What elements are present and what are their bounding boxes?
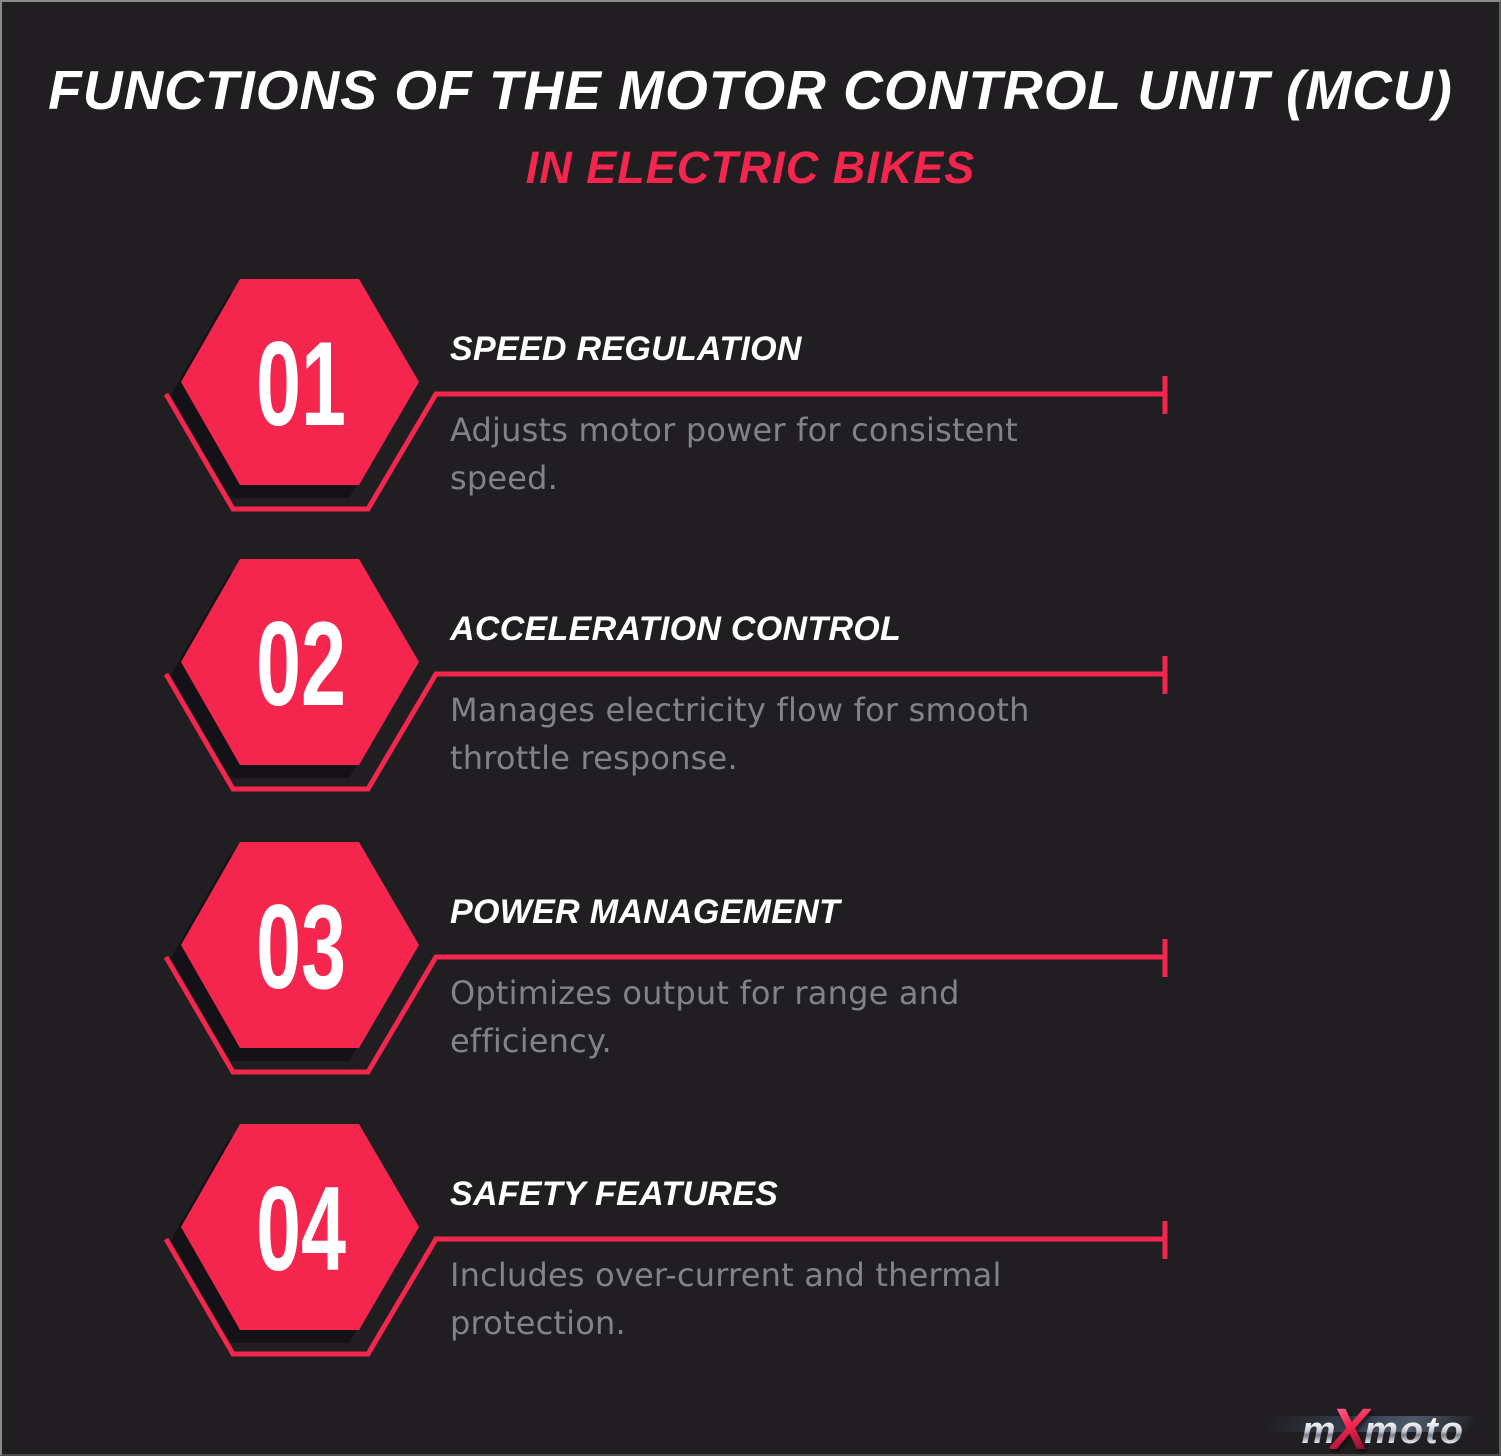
brand-logo: m X moto [1260, 1390, 1480, 1454]
item-row: 01 [163, 279, 1168, 512]
item-title: POWER MANAGEMENT [450, 893, 841, 931]
connector-line [163, 954, 1165, 1075]
item-number: 04 [256, 1162, 346, 1296]
item-number: 01 [256, 317, 346, 451]
item-description: Manages electricity flow for smooth thro… [450, 691, 1030, 777]
connector-line [163, 391, 1165, 512]
item-title: ACCELERATION CONTROL [450, 610, 902, 648]
page-title: FUNCTIONS OF THE MOTOR CONTROL UNIT (MCU… [48, 59, 1453, 121]
logo-x-letter: X [1330, 1396, 1371, 1454]
connector-line [163, 1236, 1165, 1357]
item-number: 03 [256, 880, 346, 1014]
item-row: 04 [163, 1124, 1168, 1357]
item-number: 02 [256, 597, 346, 731]
hexagon-badge [181, 1124, 419, 1330]
item-description: Includes over-current and thermal protec… [450, 1256, 1002, 1342]
item-row: 03 [163, 842, 1168, 1075]
item-row: 02 [163, 559, 1168, 792]
item-description: Adjusts motor power for consistent speed… [450, 411, 1018, 497]
page-subtitle: IN ELECTRIC BIKES [525, 142, 976, 193]
logo-moto: moto [1364, 1410, 1465, 1452]
logo-m: m [1301, 1410, 1338, 1452]
item-title: SPEED REGULATION [450, 330, 802, 368]
hexagon-badge [181, 279, 419, 485]
hexagon-badge [181, 559, 419, 765]
connector-line [163, 671, 1165, 792]
hexagon-badge [181, 842, 419, 1048]
item-title: SAFETY FEATURES [450, 1175, 779, 1213]
item-description: Optimizes output for range and efficienc… [450, 974, 960, 1060]
